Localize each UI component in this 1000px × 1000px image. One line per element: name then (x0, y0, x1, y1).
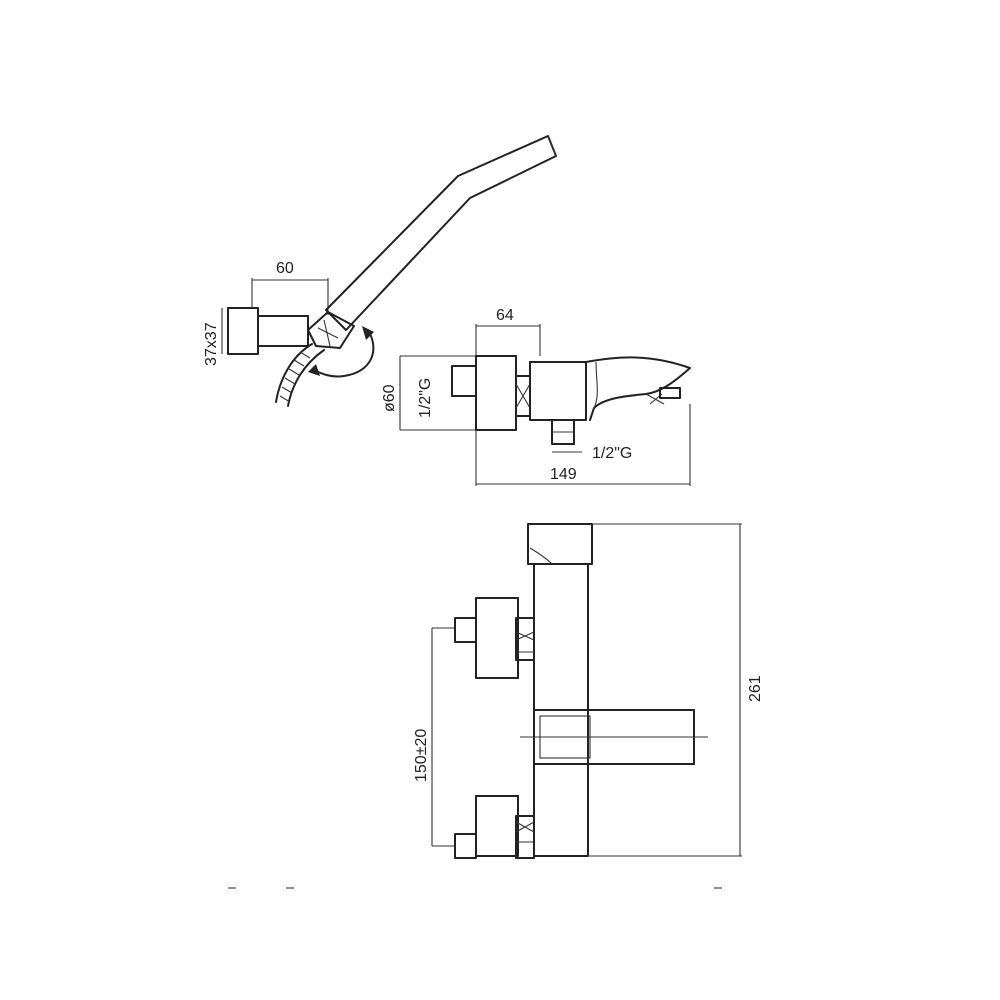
shower-handle (325, 135, 557, 331)
upper-inlet (454, 617, 477, 643)
mixer-front-view: 150±20 261 (413, 523, 764, 859)
rotation-arrow-icon (313, 329, 375, 378)
shower-holder-view: 60 37x37 (203, 135, 557, 407)
lower-handle-plate (475, 795, 519, 857)
bracket-arm (257, 315, 309, 347)
inlet-connector (451, 365, 477, 397)
dim-body-height: ø60 (381, 384, 398, 412)
wall-plate (475, 355, 517, 431)
dim-holder-width: 60 (276, 260, 294, 277)
top-block (527, 523, 593, 565)
wall-bracket (227, 307, 259, 355)
dim-body-depth: 64 (496, 307, 514, 324)
spout (529, 356, 691, 421)
dim-spout-length: 149 (550, 466, 577, 483)
dim-holder-section: 37x37 (203, 322, 220, 366)
dim-outlet-thread: 1/2"G (592, 445, 632, 462)
mixer-body (529, 361, 587, 421)
mixer-side-view: 64 ø60 1/2"G 1/2"G 149 (381, 307, 691, 486)
upper-handle-plate (475, 597, 519, 679)
dim-total-height: 261 (747, 675, 764, 702)
dim-inlet-centers: 150±20 (413, 729, 430, 782)
dim-inlet-thread: 1/2"G (417, 378, 434, 418)
lower-inlet (454, 833, 477, 859)
shower-hose (275, 343, 313, 403)
holder-clamp (307, 311, 355, 349)
